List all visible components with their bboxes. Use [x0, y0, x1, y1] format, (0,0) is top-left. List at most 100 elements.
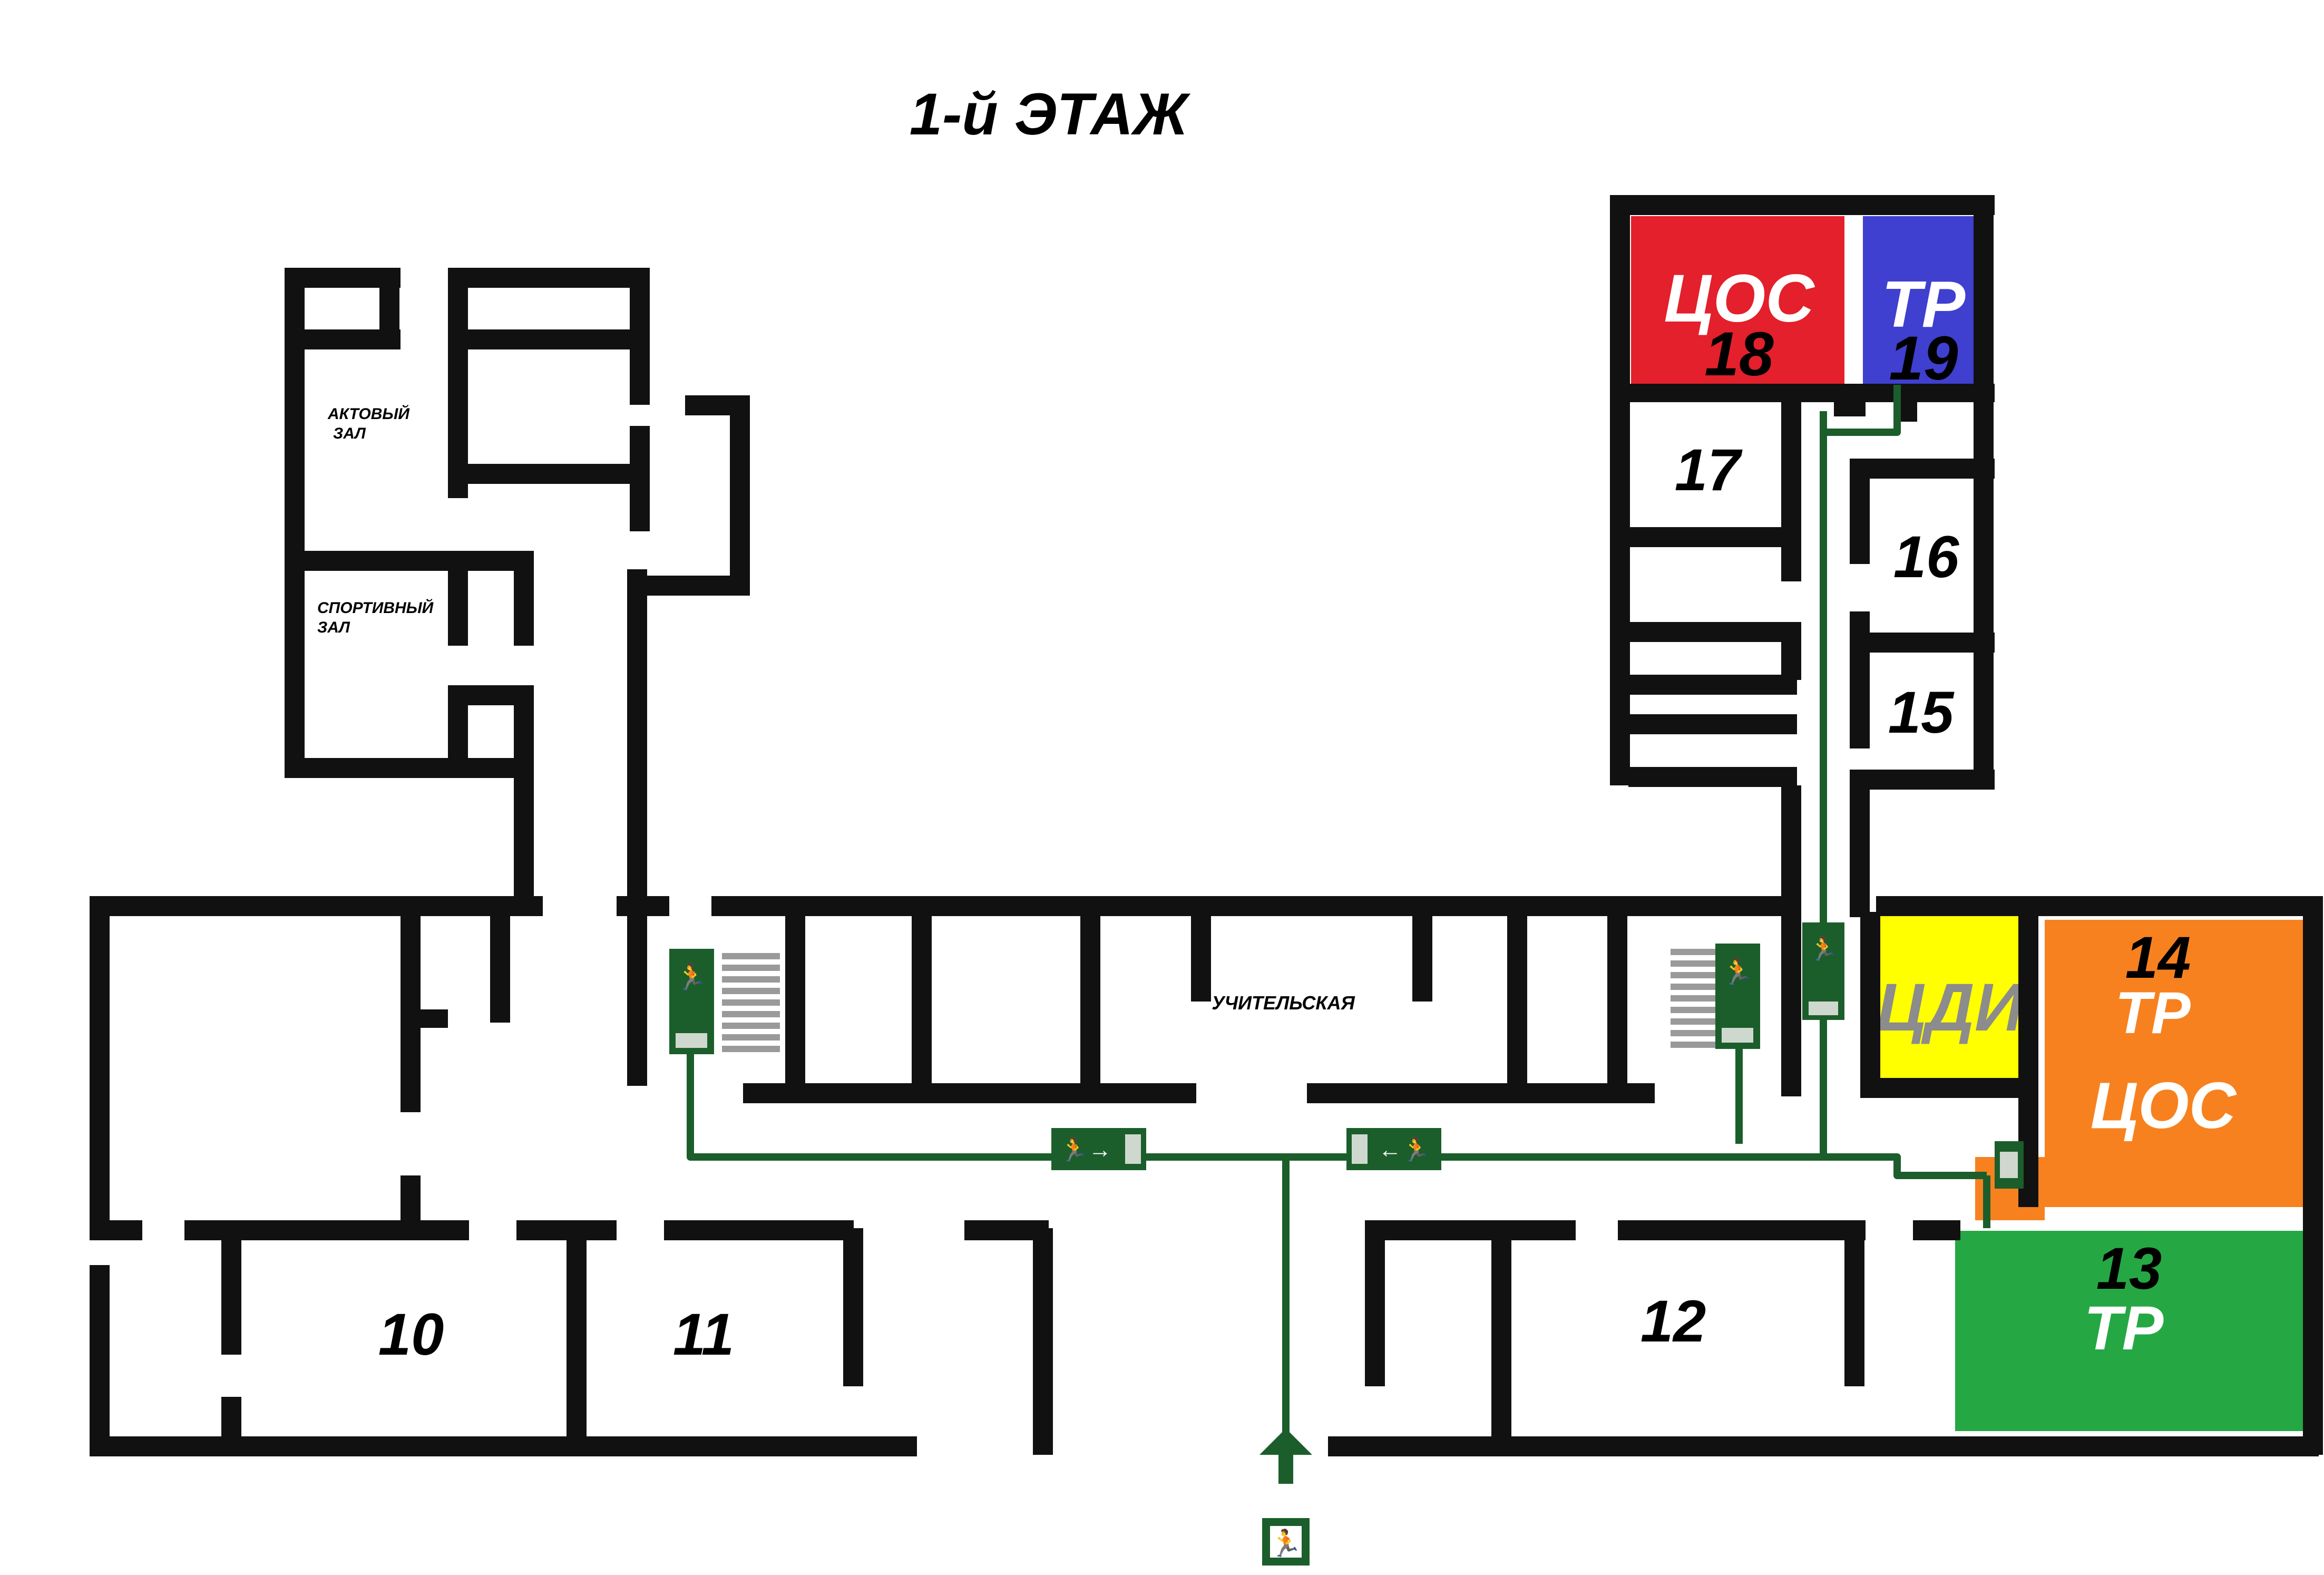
svg-text:🏃: 🏃 — [676, 962, 707, 991]
wall — [300, 329, 401, 349]
room-12-number[interactable]: 12 — [1641, 1288, 1706, 1354]
room-16-number[interactable]: 16 — [1893, 524, 1959, 590]
wall — [1781, 622, 1801, 680]
zone-18[interactable]: ЦОС 18 — [1631, 216, 1844, 389]
wall — [379, 268, 399, 336]
wall — [730, 395, 750, 596]
zone-cdi[interactable]: ЦДИ — [1876, 915, 2025, 1078]
wall — [448, 551, 468, 646]
wall — [1610, 195, 1630, 785]
wall — [90, 896, 110, 1223]
wall — [1365, 1220, 1576, 1240]
wall — [1974, 195, 1994, 785]
wall — [627, 569, 647, 1086]
wall — [785, 912, 805, 1091]
sports-hall-label-1: СПОРТИВНЫЙ — [317, 598, 434, 617]
wall — [1850, 770, 1995, 790]
wall — [411, 1009, 448, 1028]
wall — [1628, 622, 1797, 642]
wall — [1022, 1083, 1196, 1103]
wall — [90, 896, 543, 916]
staircase-left — [722, 953, 780, 1052]
wall — [1876, 896, 2319, 916]
wall — [1781, 912, 1801, 1096]
wall — [90, 1220, 142, 1240]
wall — [1507, 912, 1527, 1091]
wall — [2303, 896, 2323, 1455]
svg-text:🏃→: 🏃→ — [1060, 1136, 1112, 1163]
zone-13-fill — [1955, 1231, 2313, 1431]
zone-18-label: ЦОС — [1664, 261, 1815, 336]
zone-14-fill — [2045, 920, 2306, 1207]
wall — [1491, 1228, 1511, 1455]
wall — [1607, 912, 1627, 1091]
teachers-room-label: УЧИТЕЛЬСКАЯ — [1212, 992, 1355, 1014]
exit-sign-zone-14 — [1995, 1141, 2024, 1189]
wall — [1307, 1083, 1655, 1103]
wall — [490, 912, 510, 1023]
zone-13[interactable]: 13 ТР — [1955, 1231, 2313, 1431]
assembly-hall-label-1: АКТОВЫЙ — [327, 404, 410, 423]
exit-sign-stairs-right: 🏃 — [1715, 944, 1760, 1049]
zone-19-label: ТР — [1882, 268, 1966, 341]
wall — [1844, 1228, 1864, 1386]
wall — [711, 896, 1792, 916]
wall — [1860, 912, 1880, 1096]
exit-sign-corridor-2: ←🏃 — [1346, 1128, 1441, 1170]
wall — [285, 551, 532, 571]
room-15-number[interactable]: 15 — [1888, 679, 1955, 745]
wall — [1850, 770, 1870, 917]
arrow-up-icon — [1259, 1428, 1312, 1484]
wall — [448, 268, 468, 336]
wall — [1628, 675, 1797, 695]
room-17-number[interactable]: 17 — [1675, 437, 1743, 503]
zone-14[interactable]: 14 ТР ЦОС — [1975, 920, 2306, 1220]
staircase-right — [1671, 949, 1729, 1048]
wall — [1365, 1228, 1385, 1386]
wall — [1834, 385, 1866, 416]
svg-text:←🏃: ←🏃 — [1379, 1136, 1431, 1163]
zone-18-number: 18 — [1704, 319, 1774, 389]
zone-19-fill — [1863, 216, 1989, 385]
wall — [912, 912, 932, 1091]
wall — [1033, 1228, 1053, 1455]
wall — [1610, 384, 1995, 402]
emergency-exit-icon: 🏃 — [1262, 1518, 1310, 1566]
evacuation-route — [687, 385, 1990, 1444]
wall — [875, 1083, 1022, 1103]
wall — [221, 1228, 241, 1355]
wall — [1610, 195, 1995, 215]
wall — [1850, 459, 1995, 479]
wall — [1618, 1220, 1866, 1240]
wall — [514, 551, 534, 646]
wall — [1860, 1078, 2024, 1098]
wall — [1628, 527, 1797, 547]
wall — [285, 268, 305, 778]
wall — [1080, 912, 1100, 1091]
wall — [1191, 912, 1211, 1002]
room-11-number[interactable]: 11 — [673, 1301, 734, 1367]
zone-18-fill — [1631, 216, 1844, 385]
wall — [1628, 714, 1797, 734]
zone-13-label: ТР — [2084, 1294, 2164, 1363]
svg-text:🏃: 🏃 — [1809, 936, 1838, 962]
wall — [743, 1083, 891, 1103]
svg-text:🏃: 🏃 — [1722, 957, 1753, 986]
exit-sign-stairs-left: 🏃 — [669, 949, 714, 1054]
walls — [90, 195, 2323, 1456]
wall — [448, 329, 648, 349]
wall — [1913, 1220, 1960, 1240]
zone-19-number: 19 — [1889, 324, 1958, 393]
wall — [458, 685, 532, 705]
wall — [664, 1220, 854, 1240]
zone-19[interactable]: ТР 19 — [1863, 216, 1989, 393]
wall — [448, 268, 648, 288]
exit-sign-corridor-1: 🏃→ — [1051, 1128, 1146, 1170]
wall — [843, 1228, 863, 1386]
zone-14-number: 14 — [2125, 925, 2191, 990]
zone-13-number: 13 — [2096, 1236, 2162, 1301]
wall — [567, 1228, 587, 1450]
room-10-number[interactable]: 10 — [378, 1301, 444, 1367]
assembly-hall-label-2: ЗАЛ — [333, 425, 366, 442]
